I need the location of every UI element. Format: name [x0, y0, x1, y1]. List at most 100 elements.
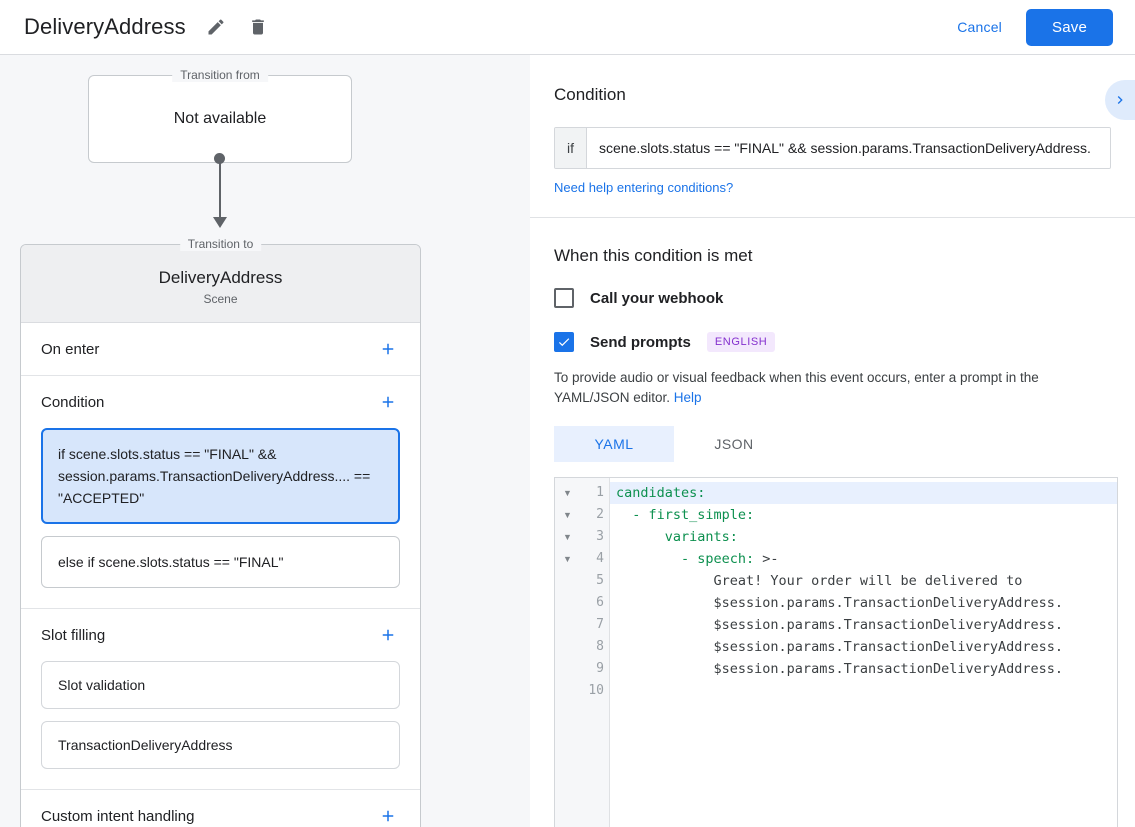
scene-name: DeliveryAddress [158, 268, 283, 287]
code-line[interactable]: $session.params.TransactionDeliveryAddre… [610, 658, 1117, 680]
fold-toggle-icon[interactable]: ▼ [563, 554, 572, 564]
add-slot-filling-button[interactable] [376, 623, 400, 647]
prompts-help-link[interactable]: Help [673, 390, 702, 405]
transition-from-node[interactable]: Transition from Not available [88, 68, 352, 163]
fold-toggle-icon[interactable]: ▼ [563, 532, 572, 542]
fold-toggle-icon [555, 614, 580, 636]
code-line[interactable]: candidates: [610, 482, 1117, 504]
line-number: 3 [596, 529, 604, 544]
yaml-value: $session.params.TransactionDeliveryAddre… [616, 661, 1064, 677]
line-number: 4 [596, 551, 604, 566]
section-slot-filling: Slot filling Slot validation Transaction… [21, 609, 420, 790]
plus-icon [382, 810, 394, 822]
yaml-value: $session.params.TransactionDeliveryAddre… [616, 595, 1064, 611]
connector-line [219, 158, 221, 223]
fold-toggle-icon [555, 658, 580, 680]
plus-icon [382, 629, 394, 641]
yaml-key: - first_simple: [616, 507, 755, 523]
tab-json[interactable]: JSON [714, 436, 754, 452]
condition-input[interactable] [587, 128, 1110, 168]
code-line[interactable]: $session.params.TransactionDeliveryAddre… [610, 614, 1117, 636]
save-button[interactable]: Save [1026, 8, 1113, 46]
condition-panel-title: Condition [554, 85, 626, 104]
condition-item-selected[interactable]: if scene.slots.status == "FINAL" && sess… [41, 428, 400, 524]
checkmark-icon [558, 338, 570, 347]
trash-icon [251, 19, 264, 35]
fold-toggle-icon[interactable]: ▼ [563, 488, 572, 498]
panel-divider [530, 217, 1135, 218]
transition-from-label: Not available [173, 110, 267, 127]
section-title-condition: Condition [41, 393, 105, 411]
section-condition: Condition if scene.slots.status == "FINA… [21, 376, 420, 609]
plus-icon [382, 396, 394, 408]
condition-item[interactable]: else if scene.slots.status == "FINAL" [41, 536, 400, 588]
when-condition-met-section: When this condition is met Call your web… [530, 218, 1135, 462]
yaml-value: $session.params.TransactionDeliveryAddre… [616, 617, 1064, 633]
line-number: 5 [596, 573, 604, 588]
fold-toggle-icon [555, 636, 580, 658]
send-prompts-row[interactable]: Send prompts ENGLISH [554, 332, 1111, 352]
code-line[interactable]: - speech: >- [610, 548, 1117, 570]
fold-toggle-icon[interactable]: ▼ [563, 510, 572, 520]
line-number: 2 [596, 507, 604, 522]
section-on-enter: On enter [21, 323, 420, 376]
yaml-key: variants: [616, 529, 738, 545]
line-number: 8 [596, 639, 604, 654]
line-number: 7 [596, 617, 604, 632]
code-line[interactable]: $session.params.TransactionDeliveryAddre… [610, 592, 1117, 614]
fold-toggle-icon [555, 680, 580, 702]
cancel-button[interactable]: Cancel [943, 11, 1016, 43]
yaml-value: >- [754, 551, 779, 567]
yaml-key: - speech: [616, 551, 755, 567]
line-number: 1 [596, 485, 604, 500]
yaml-editor[interactable]: ▼ ▼ ▼ ▼ 1 2 3 4 5 6 7 8 9 10 candidates: - first_sim… [554, 477, 1118, 827]
yaml-value: Great! Your order will be delivered to [616, 573, 1023, 589]
slot-validation-item[interactable]: Slot validation [41, 661, 400, 709]
editor-code-area[interactable]: candidates: - first_simple: variants: - … [610, 478, 1117, 827]
code-line[interactable] [610, 680, 1117, 702]
editor-format-tabs: YAML JSON [554, 426, 1111, 462]
connector-arrow-icon [213, 217, 227, 228]
flow-graph-panel: Transition from Not available Transition… [0, 55, 530, 827]
add-on-enter-button[interactable] [376, 337, 400, 361]
edit-pencil-icon[interactable] [204, 15, 228, 39]
yaml-value: $session.params.TransactionDeliveryAddre… [616, 639, 1064, 655]
condition-editor-section: Condition if Need help entering conditio… [530, 55, 1135, 217]
call-webhook-checkbox[interactable] [554, 288, 574, 308]
code-line[interactable]: variants: [610, 526, 1117, 548]
tab-yaml[interactable]: YAML [554, 426, 674, 462]
chevron-right-icon [1117, 96, 1123, 104]
editor-fold-gutter[interactable]: ▼ ▼ ▼ ▼ [555, 478, 580, 827]
add-condition-button[interactable] [376, 390, 400, 414]
expand-panel-button[interactable] [1105, 80, 1135, 120]
slot-item-transaction-delivery-address[interactable]: TransactionDeliveryAddress [41, 721, 400, 769]
section-title-on-enter: On enter [41, 340, 100, 358]
send-prompts-checkbox[interactable] [554, 332, 574, 352]
scene-card-header[interactable]: DeliveryAddress Scene [21, 245, 420, 323]
plus-icon [382, 343, 394, 355]
when-condition-met-title: When this condition is met [554, 246, 753, 265]
webhook-checkbox-row[interactable]: Call your webhook [554, 288, 1111, 308]
code-line[interactable]: Great! Your order will be delivered to [610, 570, 1117, 592]
condition-help-link[interactable]: Need help entering conditions? [554, 180, 734, 195]
editor-line-numbers: 1 2 3 4 5 6 7 8 9 10 [580, 478, 610, 827]
prompts-helper-text-body: To provide audio or visual feedback when… [554, 370, 1039, 405]
scene-type-label: Scene [203, 292, 238, 306]
condition-if-prefix: if [555, 128, 587, 168]
language-badge: ENGLISH [706, 332, 776, 352]
fold-toggle-icon [555, 570, 580, 592]
delete-trash-icon[interactable] [246, 15, 270, 39]
section-title-custom-intent: Custom intent handling [41, 807, 195, 825]
line-number: 9 [596, 661, 604, 676]
condition-input-row: if [554, 127, 1111, 169]
section-title-slot-filling: Slot filling [41, 626, 106, 644]
prompts-helper-text: To provide audio or visual feedback when… [554, 368, 1111, 408]
call-webhook-label: Call your webhook [590, 289, 724, 307]
line-number: 6 [596, 595, 604, 610]
line-number: 10 [588, 683, 604, 698]
code-line[interactable]: - first_simple: [610, 504, 1117, 526]
app-header: DeliveryAddress Cancel Save [0, 0, 1135, 55]
send-prompts-label: Send prompts [590, 333, 691, 351]
code-line[interactable]: $session.params.TransactionDeliveryAddre… [610, 636, 1117, 658]
add-custom-intent-button[interactable] [376, 804, 400, 827]
